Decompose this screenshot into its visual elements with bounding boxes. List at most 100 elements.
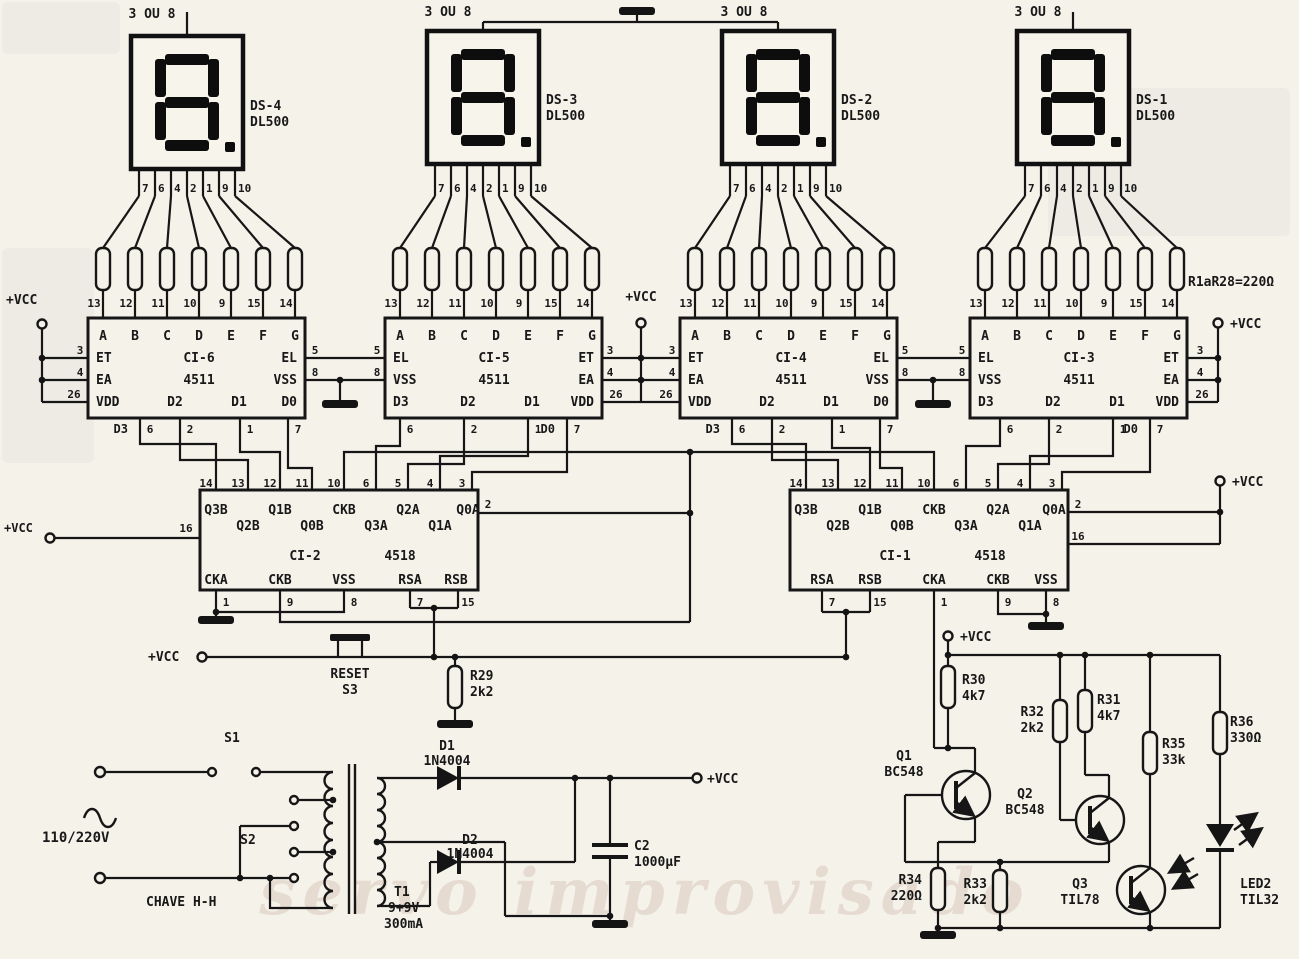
junction-dot [329, 796, 337, 804]
wire [234, 195, 296, 249]
counter-pin: 11 [295, 477, 309, 490]
junction-dot [944, 651, 952, 659]
r33-value: 2k2 [964, 893, 987, 908]
resistor-r35 [1141, 730, 1159, 776]
ic-pin: 4 [1197, 366, 1204, 379]
ic-pin: 4 [77, 366, 84, 379]
transistor-collector [1089, 797, 1110, 814]
wire [830, 418, 872, 490]
ic-signal: G [291, 329, 299, 344]
junction-dot [430, 653, 438, 661]
ic-signal: D2 [759, 395, 775, 410]
reset-label: RESET [330, 667, 369, 682]
decoder-pin: 14 [871, 297, 885, 310]
ic-signal: D [787, 329, 795, 344]
wire [286, 418, 314, 490]
digit-segment [1094, 97, 1105, 135]
segment-resistor [976, 246, 994, 292]
decoder-pin: 14 [576, 297, 590, 310]
segment-resistor [782, 246, 800, 292]
counter-pin: 8 [1053, 596, 1060, 609]
counter-pin: 3 [459, 477, 466, 490]
wire [996, 418, 1051, 490]
ic-signal: CKB [332, 503, 356, 518]
ic-signal: Q1A [428, 519, 452, 534]
ic-signal: Q1B [268, 503, 292, 518]
counter-pin: 1 [941, 596, 948, 609]
wire [462, 195, 469, 249]
vcc-terminal [1212, 317, 1224, 329]
ic-signal: D0 [281, 395, 297, 410]
segment-resistor [1072, 246, 1090, 292]
junction-dot [842, 653, 850, 661]
junction-dot [451, 653, 459, 661]
counter-pin: 11 [885, 477, 899, 490]
transistor-q3 [1115, 864, 1167, 916]
ic-signal: D0 [541, 422, 555, 436]
ic-signal: E [819, 329, 827, 344]
display-pin: 10 [829, 182, 842, 195]
ic-signal: Q3B [204, 503, 228, 518]
junction-dot [1216, 508, 1224, 516]
ic-part: 4511 [775, 373, 806, 388]
d2-ref: D2 [462, 833, 478, 848]
segment-resistor [286, 246, 304, 292]
ic-signal: Q0B [890, 519, 914, 534]
wire [984, 195, 1026, 249]
ground-bar [198, 616, 234, 624]
r32-value: 2k2 [1021, 721, 1044, 736]
vcc-terminal [635, 317, 647, 329]
r36-value: 330Ω [1230, 731, 1261, 746]
segment-resistor [126, 246, 144, 292]
led2-ref: LED2 [1240, 877, 1271, 892]
ic-signal: Q3A [954, 519, 978, 534]
ic-signal: VSS [1034, 573, 1058, 588]
ic-pin: 8 [312, 366, 319, 379]
counter-pin: 1 [223, 596, 230, 609]
r34-value: 220Ω [891, 889, 922, 904]
ic-pin: 3 [77, 344, 84, 357]
segment-resistor [750, 246, 768, 292]
ic-pin: 6 [739, 423, 746, 436]
display-pin: 9 [813, 182, 820, 195]
wire [278, 590, 690, 624]
digit-segment [461, 135, 505, 146]
decoder-pin: 9 [1101, 297, 1108, 310]
digit-segment [756, 135, 800, 146]
ic-signal: CKB [986, 573, 1010, 588]
wire [185, 195, 201, 249]
ic-signal: D2 [167, 395, 183, 410]
digit-segment [165, 97, 209, 108]
decoder-pin: 11 [448, 297, 462, 310]
r30-value: 4k7 [962, 689, 985, 704]
ic-signal: RSA [398, 573, 422, 588]
wire [1047, 195, 1059, 249]
ic-signal: F [556, 329, 564, 344]
wire [470, 418, 569, 490]
mains-voltage: 110/220V [42, 830, 110, 846]
decoder-pin: 14 [1161, 297, 1175, 310]
digit-segment [451, 97, 462, 135]
junction-dot [212, 608, 220, 616]
diode-d1 [437, 766, 459, 790]
digit-segment [1051, 92, 1095, 103]
wire [694, 195, 731, 249]
junction-dot [266, 874, 274, 882]
decoder-pin: 13 [384, 297, 397, 310]
display-pin: 4 [765, 182, 772, 195]
junction-dot [686, 509, 694, 517]
wire [770, 418, 840, 490]
counter-pin: 16 [1071, 530, 1085, 543]
wire [514, 195, 561, 249]
display-pin: 9 [518, 182, 525, 195]
ic-signal: C [1045, 329, 1053, 344]
r29-value: 2k2 [470, 685, 493, 700]
ic-signal: D2 [1045, 395, 1061, 410]
ds4-name: DS-4 [250, 99, 281, 114]
wire [1060, 418, 1152, 490]
wire [430, 195, 453, 249]
wire [342, 450, 936, 490]
display-pin: 6 [454, 182, 461, 195]
q3-ref: Q3 [1072, 877, 1088, 892]
